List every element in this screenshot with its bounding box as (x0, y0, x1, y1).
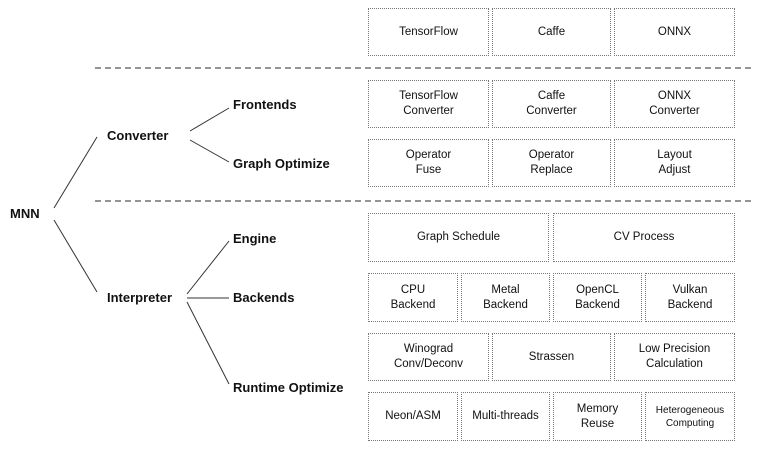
box-graph-schedule: Graph Schedule (368, 213, 549, 262)
box-opencl-backend: OpenCL Backend (553, 273, 642, 322)
edge-mnn-interpreter (53, 219, 98, 293)
box-strassen: Strassen (492, 333, 611, 381)
edge-converter-graph-optimize (189, 139, 230, 163)
box-onnx-converter: ONNX Converter (614, 80, 735, 128)
box-vulkan-backend: Vulkan Backend (645, 273, 735, 322)
box-winograd: Winograd Conv/Deconv (368, 333, 489, 381)
node-interpreter: Interpreter (107, 290, 173, 305)
box-operator-replace: Operator Replace (492, 139, 611, 187)
node-mnn: MNN (10, 206, 40, 221)
box-layout-adjust: Layout Adjust (614, 139, 735, 187)
edge-converter-frontends (189, 107, 230, 132)
box-framework-tensorflow: TensorFlow (368, 8, 489, 56)
edge-mnn-converter (53, 136, 98, 209)
box-caffe-converter: Caffe Converter (492, 80, 611, 128)
box-framework-onnx: ONNX (614, 8, 735, 56)
box-tensorflow-converter: TensorFlow Converter (368, 80, 489, 128)
box-neon-asm: Neon/ASM (368, 392, 458, 441)
edge-interpreter-runtime-optimize (186, 301, 230, 385)
box-multi-threads: Multi-threads (461, 392, 550, 441)
box-low-precision: Low Precision Calculation (614, 333, 735, 381)
box-cv-process: CV Process (553, 213, 735, 262)
node-runtime-optimize: Runtime Optimize (233, 380, 344, 395)
edge-interpreter-engine (186, 240, 230, 295)
box-operator-fuse: Operator Fuse (368, 139, 489, 187)
node-backends: Backends (233, 290, 295, 305)
box-memory-reuse: Memory Reuse (553, 392, 642, 441)
node-engine: Engine (233, 231, 277, 246)
node-converter: Converter (107, 128, 169, 143)
box-cpu-backend: CPU Backend (368, 273, 458, 322)
node-graph-optimize: Graph Optimize (233, 156, 330, 171)
node-frontends: Frontends (233, 97, 297, 112)
box-metal-backend: Metal Backend (461, 273, 550, 322)
box-framework-caffe: Caffe (492, 8, 611, 56)
box-heterogeneous-computing: Heterogeneous Computing (645, 392, 735, 441)
